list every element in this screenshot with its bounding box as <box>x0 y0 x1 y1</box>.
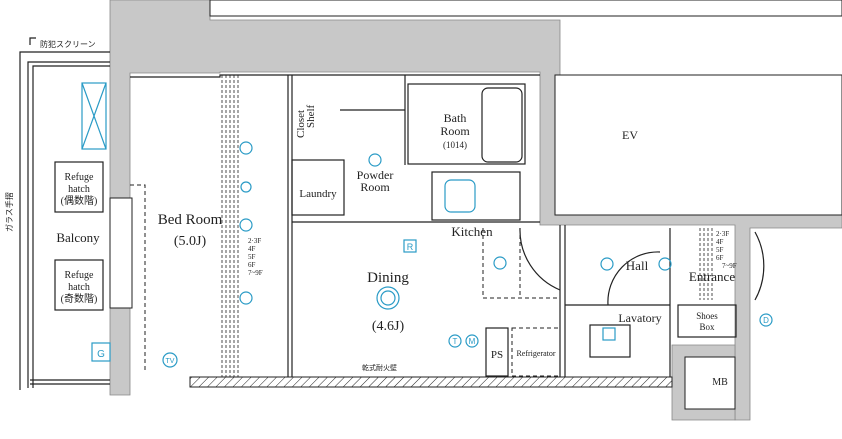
closet-label: Closet <box>295 110 307 138</box>
gas-symbol: G <box>97 349 105 360</box>
range-symbol: R <box>407 242 414 252</box>
floor-label: 2·3F <box>248 237 261 245</box>
tv-symbol: TV <box>166 358 175 365</box>
floor-label: 4F <box>248 245 256 253</box>
floor-label: 6F <box>248 261 256 269</box>
powder-label-2: Room <box>360 180 390 194</box>
bedroom-size: (5.0J) <box>174 234 207 249</box>
t-symbol: T <box>453 337 458 346</box>
shelf-label: Shelf <box>305 104 317 128</box>
floor-label: 7~9F <box>722 262 737 270</box>
floor-label: 2·3F <box>716 230 729 238</box>
refuge-hatch-even: Refuge hatch (偶数階) <box>61 172 98 207</box>
bedroom-label: Bed Room <box>158 212 223 228</box>
refuge-hatch-odd: Refuge hatch (奇数階) <box>61 270 98 305</box>
mb-label: MB <box>712 377 728 388</box>
balcony <box>19 37 111 390</box>
laundry-label: Laundry <box>299 188 337 200</box>
floor-labels-entrance: 2·3F 4F 5F 6F 7~9F <box>716 230 737 270</box>
floor-labels-bedroom: 2·3F 4F 5F 6F 7~9F <box>248 237 263 277</box>
hatch-even-line2: hatch <box>68 184 90 195</box>
shoes-box-label-2: Box <box>699 322 715 332</box>
bath-size: (1014) <box>443 140 467 150</box>
floor-label: 5F <box>716 246 724 254</box>
dining-label: Dining <box>367 270 409 286</box>
mb-box <box>684 356 736 410</box>
hatch-odd-line3: (奇数階) <box>61 292 98 305</box>
dining-size: (4.6J) <box>372 319 405 334</box>
railing-label: ガラス手摺 <box>4 192 14 232</box>
shoes-box-label-1: Shoes <box>696 311 718 321</box>
refrigerator-label: Refrigerator <box>516 349 555 358</box>
door-symbol: D <box>763 316 769 325</box>
floor-label: 4F <box>716 238 724 246</box>
exterior-wall <box>189 376 673 388</box>
powder-label-1: Powder <box>357 168 394 182</box>
kitchen-label: Kitchen <box>451 224 493 239</box>
tv-outlet-icon <box>162 352 178 368</box>
floor-label: 6F <box>716 254 724 262</box>
ev-label: EV <box>622 128 638 142</box>
floor-label: 7~9F <box>248 269 263 277</box>
interior-walls <box>109 74 765 377</box>
hatch-odd-line2: hatch <box>68 282 90 293</box>
ps-label: PS <box>491 349 503 361</box>
floor-label: 5F <box>248 253 256 261</box>
fixtures <box>162 141 773 368</box>
hatch-even-line1: Refuge <box>65 172 94 183</box>
hall-label: Hall <box>626 258 649 273</box>
bath-label-2: Room <box>440 124 470 138</box>
hatch-even-line3: (偶数階) <box>61 194 98 207</box>
hatch-odd-line1: Refuge <box>65 270 94 281</box>
screen-label: 防犯スクリーン <box>40 39 96 49</box>
fire-wall-label: 乾式耐火壁 <box>362 363 397 372</box>
stair-lines <box>221 75 713 377</box>
lavatory-label: Lavatory <box>618 311 661 325</box>
balcony-label: Balcony <box>56 230 100 245</box>
m-symbol: M <box>469 337 476 346</box>
entrance-label: Entrance <box>689 269 735 284</box>
bath-label-1: Bath <box>444 111 467 125</box>
